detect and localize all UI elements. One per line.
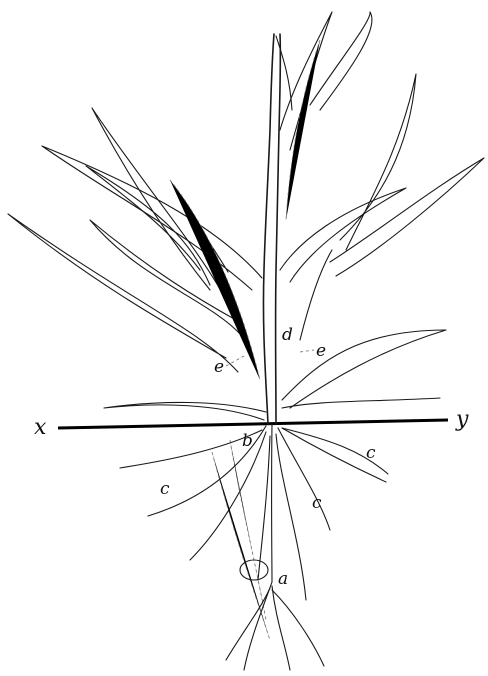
label-e-left: e — [214, 357, 224, 377]
left-leaves — [8, 108, 262, 372]
right-leaves — [280, 74, 484, 408]
label-x: x — [34, 415, 47, 440]
label-b: b — [242, 431, 253, 451]
label-c-right: c — [366, 443, 376, 463]
seed-and-radicle — [226, 560, 324, 670]
label-c-left: c — [160, 479, 170, 499]
label-e-right: e — [316, 341, 326, 361]
leader-e-left — [226, 356, 244, 366]
label-y: y — [455, 407, 469, 432]
label-a: a — [278, 569, 288, 589]
leader-e-right — [300, 350, 314, 352]
label-c-center: c — [312, 493, 322, 513]
adventitious-roots — [120, 426, 388, 600]
label-d: d — [282, 325, 293, 345]
ground-line — [58, 420, 448, 428]
crown-leaves — [104, 398, 440, 420]
upper-leaves — [276, 12, 372, 150]
dotted-guides — [170, 40, 320, 640]
